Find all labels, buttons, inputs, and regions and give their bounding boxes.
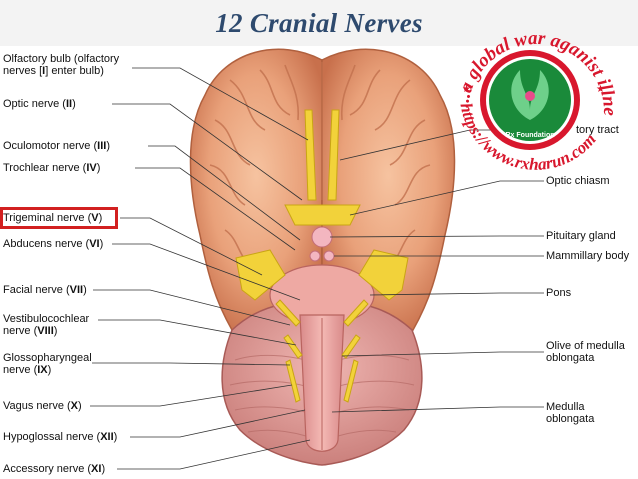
- svg-text:★: ★: [596, 84, 605, 95]
- cranial-nerves: [235, 109, 409, 403]
- label-optic-nerve: Optic nerve (II): [3, 98, 76, 110]
- svg-text:Rx Foundation: Rx Foundation: [506, 132, 555, 139]
- label-trochlear-nerve: Trochlear nerve (IV): [3, 162, 101, 174]
- slide-title: 12 Cranial Nerves: [215, 8, 423, 38]
- label-oculomotor-nerve: Oculomotor nerve (III): [3, 140, 110, 152]
- title-band: [0, 0, 638, 46]
- leader-lines-right: [329, 129, 544, 413]
- label-olfactory: Olfactory bulb (olfactory nerves [I] ent…: [3, 53, 120, 77]
- label-vestibulocochlear-nerve: Vestibulocochlear nerve (VIII): [3, 313, 90, 337]
- label-optic-tract: tory tract: [576, 124, 619, 136]
- label-pons: Pons: [546, 287, 572, 299]
- label-accessory-nerve: Accessory nerve (XI): [3, 463, 106, 475]
- label-facial-nerve: Facial nerve (VII): [3, 284, 87, 296]
- label-olive-of-medulla: Olive of medulla oblongata: [546, 340, 625, 364]
- label-hypoglossal-nerve: Hypoglossal nerve (XII): [3, 431, 118, 443]
- svg-text:★: ★: [462, 84, 471, 95]
- highlight-box: [0, 207, 118, 229]
- label-pituitary-gland: Pituitary gland: [546, 230, 616, 242]
- label-abducens-nerve: Abducens nerve (VI): [3, 238, 104, 250]
- label-medulla-oblongata: Medulla oblongata: [546, 401, 595, 425]
- label-vagus-nerve: Vagus nerve (X): [3, 400, 82, 412]
- label-trigeminal-nerve: Trigeminal nerve (V): [3, 212, 103, 224]
- brainstem: [269, 264, 375, 452]
- pituitary-and-mammillary: [309, 226, 335, 262]
- leader-lines-left: [90, 67, 311, 470]
- cerebrum: [189, 48, 456, 331]
- label-glossopharyngeal-nerve: Glossopharyngeal nerve (IX): [3, 352, 92, 376]
- label-mammillary-body: Mammillary body: [546, 250, 630, 262]
- label-optic-chiasm: Optic chiasm: [546, 175, 610, 187]
